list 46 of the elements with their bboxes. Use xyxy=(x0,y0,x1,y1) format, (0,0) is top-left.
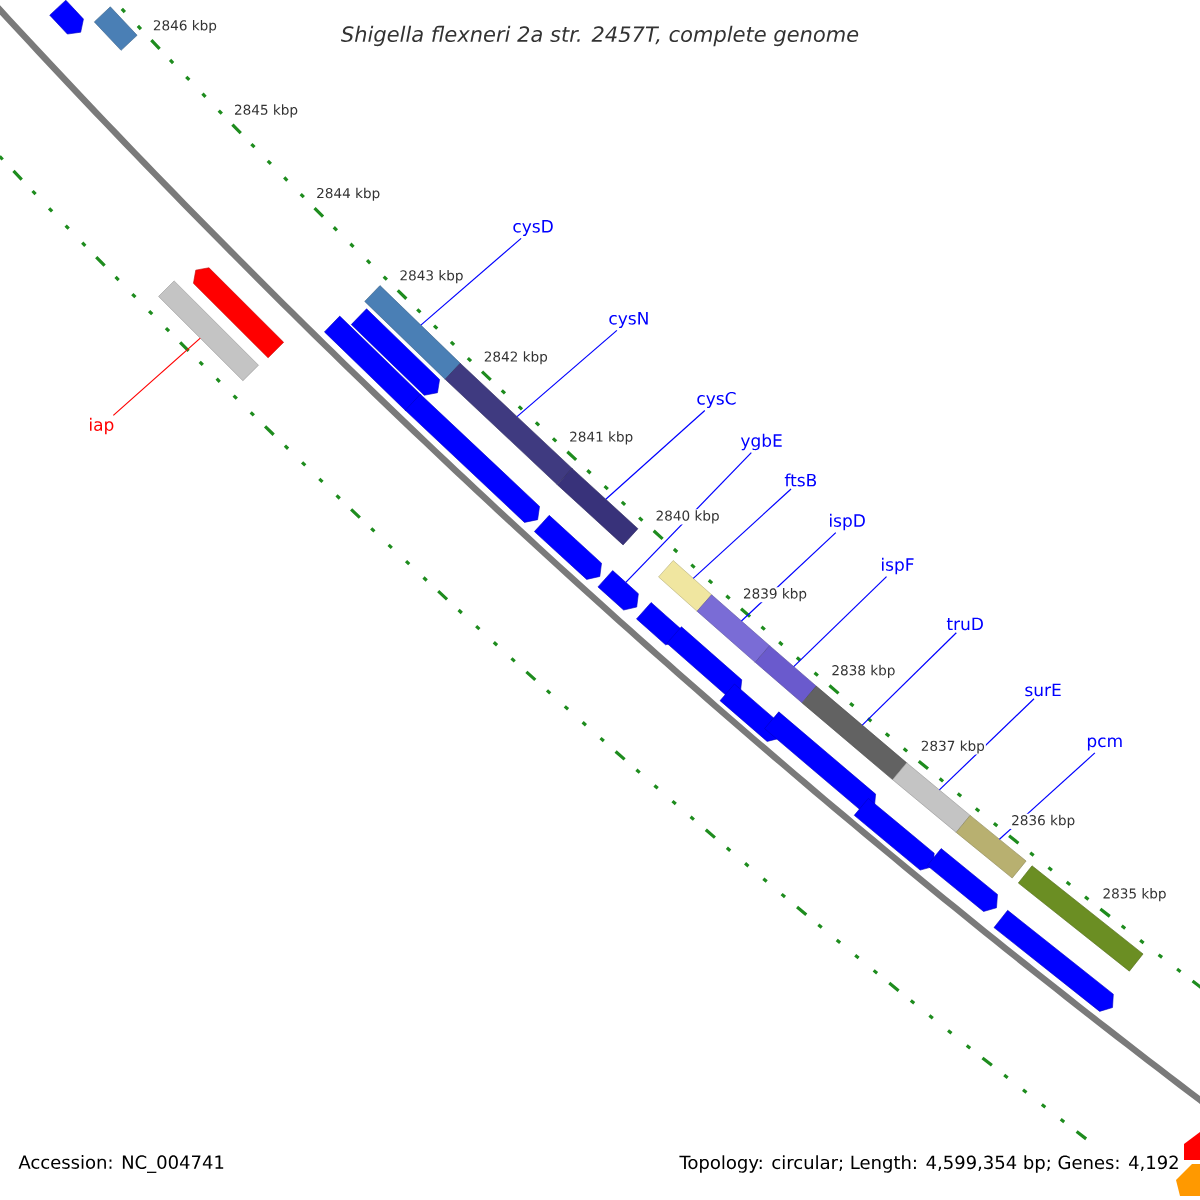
gene-bar xyxy=(658,560,712,612)
footer-text: Accession: NC_004741 xyxy=(18,1155,224,1173)
gene-block xyxy=(534,515,602,580)
leader-line xyxy=(625,452,752,583)
gene-label: ispD xyxy=(830,513,865,531)
gene-bar xyxy=(556,468,639,546)
gene-label: surE xyxy=(1025,683,1061,697)
gene-block xyxy=(597,570,639,611)
gene-bar xyxy=(444,362,573,485)
leader-line xyxy=(793,576,888,668)
gene-block xyxy=(993,910,1114,1012)
gene-label: cysC xyxy=(697,391,736,409)
gene-block xyxy=(193,267,284,359)
gene-block xyxy=(764,711,876,812)
gene-bar xyxy=(364,285,461,380)
gene-block xyxy=(324,315,422,411)
leader-line xyxy=(112,337,201,416)
footer-text: Topology: circular; Length: 4,599,354 bp; Genes: 4,192 xyxy=(679,1155,1178,1173)
leader-line xyxy=(692,488,792,579)
gene-label: iap xyxy=(90,417,114,435)
gene-label: ftsB xyxy=(784,473,817,487)
leader-line xyxy=(420,237,522,326)
gene-block xyxy=(926,848,998,912)
gene-bar xyxy=(94,6,138,51)
gene-label: ygbE xyxy=(740,433,782,451)
gene-label: ispF xyxy=(882,557,914,575)
gene-label: pcm xyxy=(1087,737,1122,751)
gene-block xyxy=(636,602,681,646)
gene-block xyxy=(49,0,84,35)
gene-block xyxy=(404,393,540,523)
gene-bar xyxy=(158,280,259,382)
gene-label: cysN xyxy=(609,312,648,328)
gene-bar xyxy=(892,762,971,833)
gene-bar xyxy=(1018,865,1144,972)
gene-bar xyxy=(754,645,817,704)
gene-label: truD xyxy=(946,617,983,631)
gene-block xyxy=(350,308,440,396)
leader-line xyxy=(938,698,1035,791)
leader-line xyxy=(516,329,618,418)
gene-bar xyxy=(801,685,908,780)
title: Shigella flexneri 2a str. 2457T, complete genome xyxy=(341,25,859,47)
leader-line xyxy=(861,632,957,726)
gene-block xyxy=(853,798,935,871)
gene-label: cysD xyxy=(513,220,553,236)
gene-block xyxy=(666,626,743,697)
leader-line xyxy=(605,409,706,500)
